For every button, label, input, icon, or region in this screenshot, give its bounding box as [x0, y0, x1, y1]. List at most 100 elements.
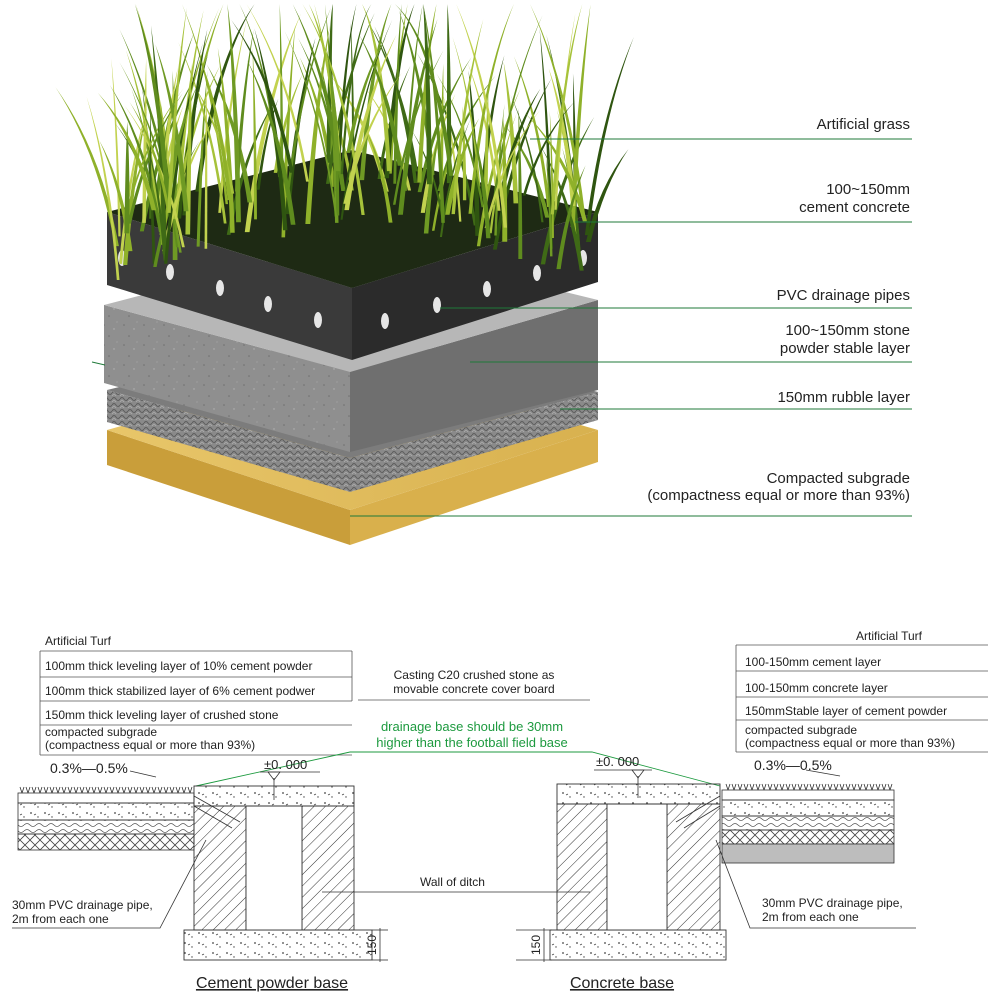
grass-blade — [198, 54, 232, 201]
turf-layer-block — [55, 4, 634, 545]
grass-blade — [392, 50, 444, 205]
grass-blade — [279, 4, 284, 186]
grass-blade — [181, 4, 229, 205]
turf-tuft — [61, 786, 67, 794]
grass-blade — [550, 4, 583, 215]
grass-blade — [503, 123, 550, 218]
grass-blade — [384, 4, 415, 179]
grass-blade — [540, 146, 584, 271]
grass-blade — [252, 47, 257, 220]
grass-blade — [540, 116, 595, 265]
turf-tuft — [121, 786, 127, 794]
right-turf-tufts — [725, 783, 893, 791]
turf-tuft — [169, 786, 175, 794]
turf-tuft — [797, 783, 803, 791]
grass-blade — [129, 101, 170, 210]
grass-blade — [185, 63, 192, 235]
grass-blade — [585, 149, 629, 242]
grass-blade — [111, 58, 121, 237]
label-stone-powder-2: powder stable layer — [780, 340, 910, 357]
grass-blade — [256, 98, 279, 190]
grass-blade — [468, 4, 514, 214]
grass-blade — [119, 106, 148, 264]
grass-blade — [554, 13, 576, 210]
turf-tuft — [115, 786, 121, 794]
grass-blade — [423, 4, 432, 185]
turf-tuft — [785, 783, 791, 791]
cover-board-label-1: Casting C20 crushed stone as — [394, 668, 555, 682]
left-turf-label: Artificial Turf — [45, 634, 112, 648]
left-layer1-label: 100mm thick leveling layer of 10% cement… — [45, 659, 312, 673]
grass-blade — [442, 91, 462, 222]
turf-tuft — [67, 786, 73, 794]
label-cement-concrete-1: 100~150mm — [826, 181, 910, 198]
turf-tuft — [857, 783, 863, 791]
turf-tuft — [869, 783, 875, 791]
grass-blade — [476, 88, 521, 247]
left-subgrade-label-2: (compactness equal or more than 93%) — [45, 738, 255, 752]
right-subgrade-label-2: (compactness equal or more than 93%) — [745, 736, 955, 750]
turf-tuft — [157, 786, 163, 794]
grass-blade — [335, 4, 357, 192]
grass-blade — [484, 109, 541, 228]
grass-blade — [417, 57, 472, 193]
right-layer-table — [735, 644, 988, 753]
cover-board-label-2: movable concrete cover board — [393, 682, 554, 696]
grass-blade — [191, 81, 235, 194]
grass-blade — [99, 140, 133, 252]
right-layer3-label: 150mmStable layer of cement powder — [745, 704, 947, 718]
grass-blade — [150, 25, 168, 255]
grass-blade — [115, 123, 161, 226]
turf-tuft — [743, 783, 749, 791]
grass-blade — [524, 112, 588, 222]
left-turf-tufts — [19, 786, 193, 794]
grass-blade — [374, 26, 418, 183]
turf-tuft — [175, 786, 181, 794]
grass-blade — [234, 29, 254, 192]
turf-tuft — [827, 783, 833, 791]
turf-tuft — [181, 786, 187, 794]
grass-blade — [556, 165, 586, 270]
turf-tuft — [863, 783, 869, 791]
grass-blade — [109, 84, 163, 232]
left-layer-table — [39, 650, 353, 756]
grass-blade — [227, 4, 241, 223]
grass-blade — [153, 141, 200, 267]
label-rubble: 150mm rubble layer — [777, 389, 910, 406]
grass-blade — [326, 47, 340, 172]
label-subgrade-2: (compactness equal or more than 93%) — [647, 487, 910, 504]
turf-tuft — [55, 786, 61, 794]
left-dim-label: 150 — [365, 935, 379, 955]
left-pipe-label-1: 30mm PVC drainage pipe, — [12, 898, 153, 912]
turf-tuft — [749, 783, 755, 791]
label-cement-concrete-2: cement concrete — [799, 199, 910, 216]
left-layer3-label: 150mm thick leveling layer of crushed st… — [45, 708, 279, 722]
grass-blade — [254, 28, 288, 231]
grass-blade — [127, 92, 183, 224]
grass-blade — [142, 85, 156, 264]
right-pipe-label-1: 30mm PVC drainage pipe, — [762, 896, 903, 910]
turf-tuft — [25, 786, 31, 794]
grass-blade — [161, 8, 220, 245]
grass-blade — [584, 36, 634, 236]
grass-blade — [125, 50, 160, 213]
grass-blade — [456, 4, 508, 228]
turf-tuft — [803, 783, 809, 791]
right-slope-label: 0.3%—0.5% — [754, 757, 832, 773]
label-stone-powder-1: 100~150mm stone — [785, 322, 910, 339]
right-subgrade-label-1: compacted subgrade — [745, 723, 857, 737]
turf-tuft — [19, 786, 25, 794]
right-dim-label: 150 — [529, 935, 543, 955]
left-ditch — [183, 771, 373, 961]
left-pipe-label-2: 2m from each one — [12, 912, 109, 926]
grass-blade — [518, 108, 523, 259]
turf-tuft — [875, 783, 881, 791]
grass-blade — [548, 68, 576, 206]
grass-blade — [467, 62, 501, 211]
grass-blade — [299, 57, 336, 187]
turf-tuft — [767, 783, 773, 791]
drainage-height-line — [195, 751, 721, 787]
top-leader-lines — [91, 138, 912, 517]
grass-blade — [530, 4, 586, 215]
